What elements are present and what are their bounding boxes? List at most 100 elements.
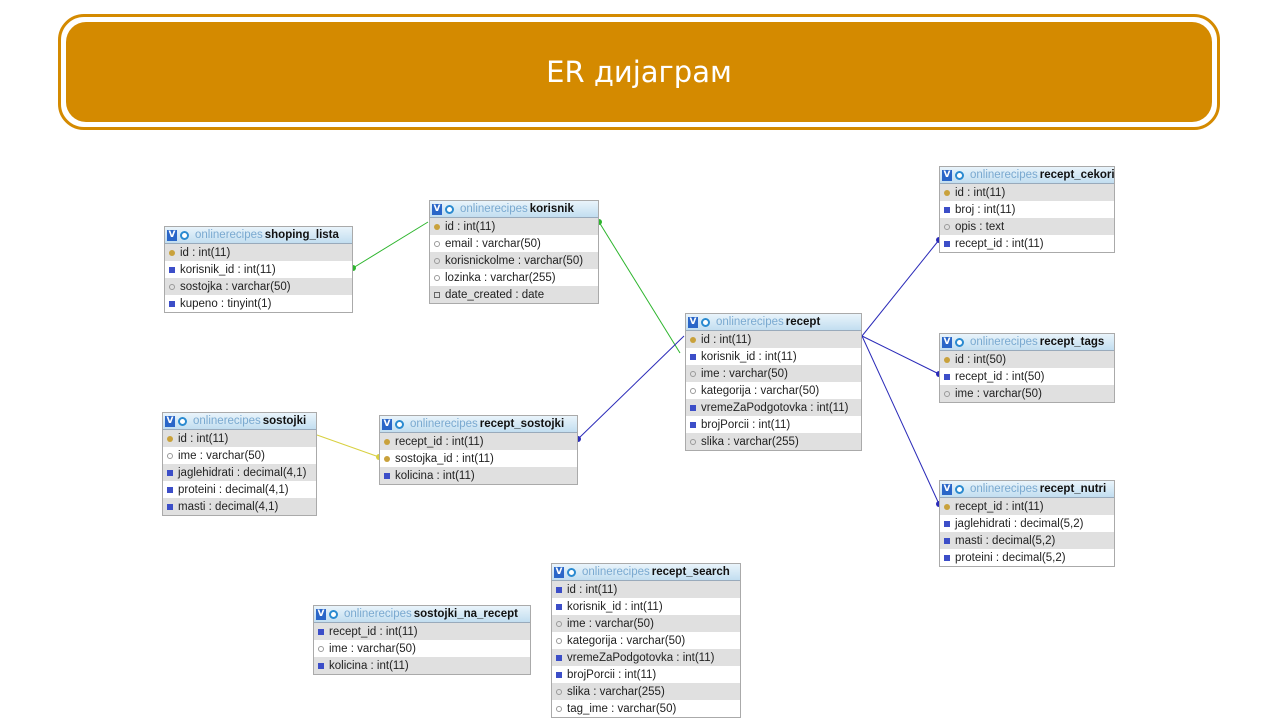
column-row[interactable]: sostojka_id : int(11)	[380, 450, 577, 467]
database-name: onlinerecipes	[970, 336, 1038, 348]
column-row[interactable]: korisnik_id : int(11)	[686, 348, 861, 365]
column-row[interactable]: korisnik_id : int(11)	[552, 598, 740, 615]
column-row[interactable]: ime : varchar(50)	[314, 640, 530, 657]
column-row[interactable]: slika : varchar(255)	[686, 433, 861, 450]
collapse-icon[interactable]: V	[432, 203, 442, 215]
column-row[interactable]: recept_id : int(11)	[380, 433, 577, 450]
column-row[interactable]: jaglehidrati : decimal(4,1)	[163, 464, 316, 481]
column-row[interactable]: recept_id : int(11)	[940, 235, 1114, 252]
column-row[interactable]: id : int(11)	[165, 244, 352, 261]
column-label: recept_id : int(11)	[955, 237, 1044, 250]
column-row[interactable]: id : int(11)	[552, 581, 740, 598]
gear-icon[interactable]	[567, 567, 576, 577]
column-label: korisnik_id : int(11)	[180, 263, 276, 276]
column-row[interactable]: id : int(11)	[686, 331, 861, 348]
column-row[interactable]: kolicina : int(11)	[380, 467, 577, 484]
column-row[interactable]: lozinka : varchar(255)	[430, 269, 598, 286]
table-name: recept_search	[651, 566, 730, 578]
collapse-icon[interactable]: V	[942, 336, 952, 348]
column-row[interactable]: vremeZaPodgotovka : int(11)	[552, 649, 740, 666]
table-name: recept_cekori	[1039, 169, 1114, 181]
column-row[interactable]: proteini : decimal(5,2)	[940, 549, 1114, 566]
column-label: kolicina : int(11)	[329, 659, 409, 672]
gear-icon[interactable]	[395, 419, 404, 429]
gear-icon[interactable]	[955, 484, 964, 494]
column-label: id : int(11)	[955, 186, 1006, 199]
collapse-icon[interactable]: V	[942, 169, 952, 181]
gear-icon[interactable]	[701, 317, 710, 327]
collapse-icon[interactable]: V	[316, 608, 326, 620]
column-row[interactable]: ime : varchar(50)	[940, 385, 1114, 402]
column-row[interactable]: masti : decimal(4,1)	[163, 498, 316, 515]
column-row[interactable]: opis : text	[940, 218, 1114, 235]
column-row[interactable]: id : int(11)	[430, 218, 598, 235]
column-row[interactable]: id : int(50)	[940, 351, 1114, 368]
column-row[interactable]: korisnik_id : int(11)	[165, 261, 352, 278]
database-name: onlinerecipes	[716, 316, 784, 328]
column-row[interactable]: tag_ime : varchar(50)	[552, 700, 740, 717]
column-row[interactable]: ime : varchar(50)	[686, 365, 861, 382]
numeric-icon	[169, 300, 175, 307]
collapse-icon[interactable]: V	[554, 566, 564, 578]
column-row[interactable]: recept_id : int(11)	[940, 498, 1114, 515]
column-row[interactable]: ime : varchar(50)	[552, 615, 740, 632]
column-row[interactable]: recept_id : int(50)	[940, 368, 1114, 385]
column-row[interactable]: brojPorcii : int(11)	[552, 666, 740, 683]
text-icon	[690, 370, 696, 377]
column-label: date_created : date	[445, 288, 545, 301]
column-row[interactable]: email : varchar(50)	[430, 235, 598, 252]
column-row[interactable]: jaglehidrati : decimal(5,2)	[940, 515, 1114, 532]
column-row[interactable]: kategorija : varchar(50)	[686, 382, 861, 399]
column-row[interactable]: masti : decimal(5,2)	[940, 532, 1114, 549]
gear-icon[interactable]	[180, 230, 189, 240]
column-row[interactable]: korisnickolme : varchar(50)	[430, 252, 598, 269]
collapse-icon[interactable]: V	[167, 229, 177, 241]
column-row[interactable]: sostojka : varchar(50)	[165, 278, 352, 295]
column-row[interactable]: recept_id : int(11)	[314, 623, 530, 640]
column-row[interactable]: id : int(11)	[163, 430, 316, 447]
collapse-icon[interactable]: V	[165, 415, 175, 427]
column-row[interactable]: kupeno : tinyint(1)	[165, 295, 352, 312]
column-row[interactable]: ime : varchar(50)	[163, 447, 316, 464]
column-row[interactable]: proteini : decimal(4,1)	[163, 481, 316, 498]
column-row[interactable]: kolicina : int(11)	[314, 657, 530, 674]
column-row[interactable]: id : int(11)	[940, 184, 1114, 201]
gear-icon[interactable]	[178, 416, 187, 426]
column-row[interactable]: kategorija : varchar(50)	[552, 632, 740, 649]
gear-icon[interactable]	[329, 609, 338, 619]
gear-icon[interactable]	[955, 337, 964, 347]
column-row[interactable]: vremeZaPodgotovka : int(11)	[686, 399, 861, 416]
column-row[interactable]: brojPorcii : int(11)	[686, 416, 861, 433]
column-row[interactable]: broj : int(11)	[940, 201, 1114, 218]
column-row[interactable]: slika : varchar(255)	[552, 683, 740, 700]
gear-icon[interactable]	[445, 204, 454, 214]
collapse-icon[interactable]: V	[942, 483, 952, 495]
collapse-icon[interactable]: V	[688, 316, 698, 328]
text-icon	[434, 274, 440, 281]
table-name: recept_sostojki	[479, 418, 565, 430]
column-row[interactable]: date_created : date	[430, 286, 598, 303]
numeric-icon	[169, 266, 175, 273]
gear-icon[interactable]	[955, 170, 964, 180]
collapse-icon[interactable]: V	[382, 418, 392, 430]
